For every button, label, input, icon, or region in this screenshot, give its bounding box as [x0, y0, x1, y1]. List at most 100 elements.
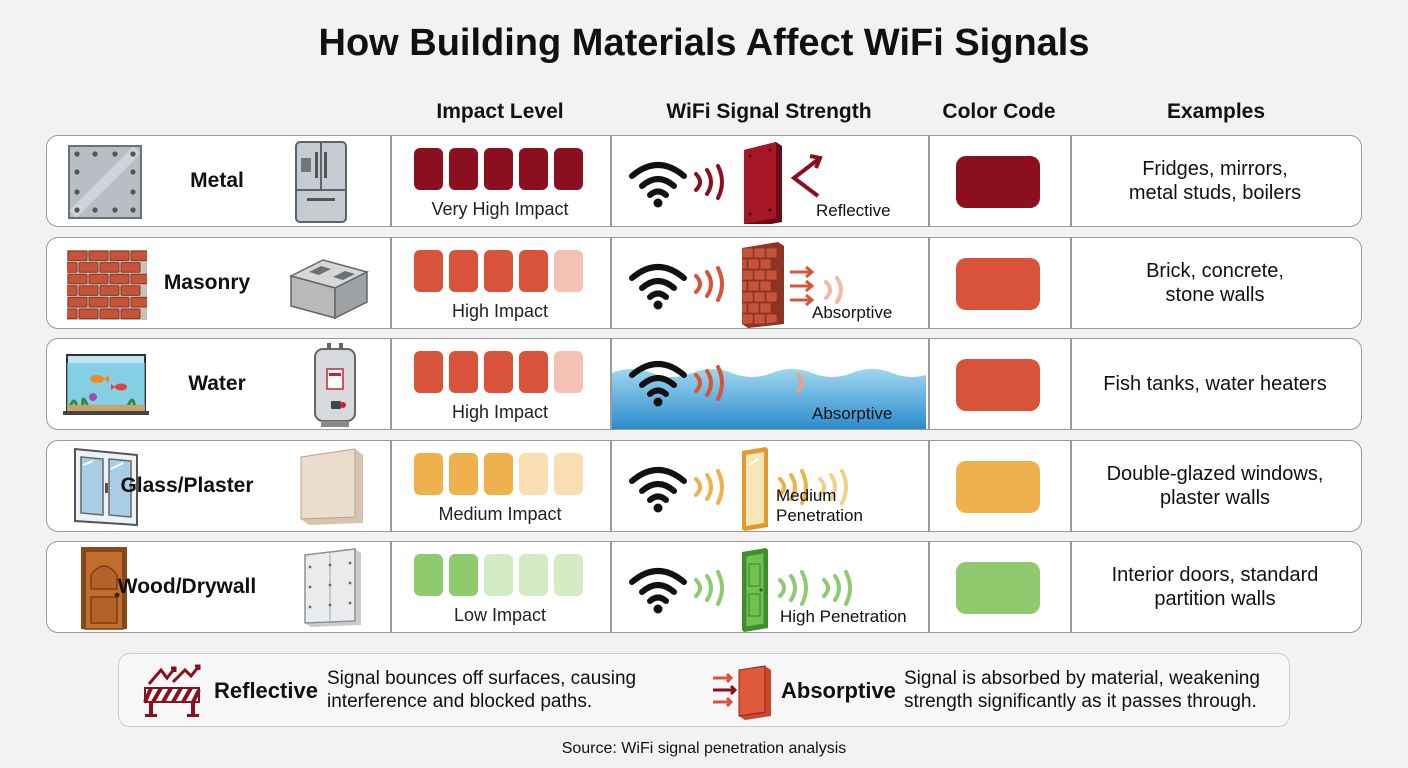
impact-meter: [414, 148, 583, 190]
door-icon: [79, 545, 129, 636]
signal-label: Absorptive: [812, 404, 893, 423]
water-heater-icon: [309, 343, 359, 434]
impact-meter: [414, 249, 583, 292]
examples-text: Brick, concrete, stone walls: [1146, 259, 1284, 306]
impact-meter: [414, 351, 583, 393]
column-header-impact: Impact Level: [436, 100, 564, 123]
column-header-examples: Examples: [1166, 100, 1266, 123]
material-name: Water: [188, 372, 246, 395]
material-name: Glass/Plaster: [120, 473, 254, 497]
signal-cell: Medium Penetration: [610, 441, 928, 531]
impact-block: [484, 452, 513, 495]
impact-block: [449, 452, 478, 495]
signal-label: High Penetration: [780, 607, 907, 626]
impact-block: [554, 351, 583, 393]
signal-label: Medium Penetration: [776, 485, 863, 525]
impact-block: [554, 554, 583, 596]
material-name: Metal: [190, 169, 244, 192]
impact-cell: Low Impact: [390, 542, 610, 632]
impact-block: [554, 249, 583, 292]
impact-block: [449, 351, 478, 393]
column-header-color: Color Code: [942, 100, 1056, 123]
impact-block: [519, 148, 548, 190]
metal-sheet-icon: [67, 144, 143, 225]
column-divider: [928, 339, 930, 429]
column-divider: [610, 339, 612, 429]
column-divider: [390, 339, 392, 429]
signal-cell: Absorptive: [610, 238, 928, 328]
impact-label: Medium Impact: [438, 503, 562, 524]
legend-absorptive-desc: Signal is absorbed by material, weakenin…: [904, 668, 1260, 712]
impact-label: High Impact: [451, 300, 549, 321]
impact-cell: Very High Impact: [390, 136, 610, 226]
window-icon: [71, 445, 141, 534]
material-name: Wood/Drywall: [117, 575, 257, 598]
examples-cell: Fridges, mirrors, metal studs, boilers: [1070, 136, 1362, 226]
examples-cell: Double-glazed windows, plaster walls: [1070, 441, 1362, 531]
absorptive-wall-icon: [711, 664, 773, 725]
examples-text: Fish tanks, water heaters: [1103, 373, 1327, 395]
impact-cell: High Impact: [390, 339, 610, 429]
impact-block: [519, 554, 548, 596]
signal-label: Absorptive: [812, 302, 893, 322]
column-divider: [390, 440, 392, 531]
color-cell: [928, 441, 1070, 531]
color-swatch: [956, 460, 1040, 513]
color-cell: [928, 339, 1070, 429]
legend-reflective-desc: Signal bounces off surfaces, causing int…: [327, 668, 637, 712]
material-cell: Wood/Drywall: [47, 542, 390, 632]
impact-block: [519, 351, 548, 393]
column-divider: [928, 136, 930, 226]
signal-cell: Reflective: [610, 136, 928, 226]
examples-cell: Brick, concrete, stone walls: [1070, 238, 1362, 328]
column-divider: [610, 237, 612, 328]
column-divider: [1070, 542, 1072, 632]
column-divider: [928, 440, 930, 531]
impact-block: [414, 148, 443, 190]
column-divider: [390, 542, 392, 632]
brick-wall-icon: [57, 249, 151, 325]
color-cell: [928, 542, 1070, 632]
color-cell: [928, 136, 1070, 226]
color-swatch: [956, 359, 1040, 411]
fridge-icon: [293, 140, 349, 231]
table-row: Metal Very High Impact Reflective Fridges,…: [46, 135, 1362, 227]
signal-cell: High Penetration: [610, 542, 928, 632]
legend-reflective-title: Reflective: [214, 678, 318, 703]
impact-block: [414, 554, 443, 596]
impact-cell: Medium Impact: [390, 441, 610, 531]
impact-cell: High Impact: [390, 238, 610, 328]
material-cell: Water: [47, 339, 390, 429]
signal-cell: Absorptive: [610, 339, 928, 429]
impact-label: High Impact: [451, 402, 549, 422]
column-divider: [610, 136, 612, 226]
material-cell: Glass/Plaster: [47, 441, 390, 531]
column-divider: [928, 237, 930, 328]
impact-block: [519, 452, 548, 495]
impact-block: [484, 554, 513, 596]
examples-text: Fridges, mirrors, metal studs, boilers: [1128, 158, 1302, 204]
column-divider: [610, 542, 612, 632]
examples-cell: Fish tanks, water heaters: [1070, 339, 1362, 429]
examples-text: Double-glazed windows, plaster walls: [1106, 462, 1324, 509]
material-cell: Metal: [47, 136, 390, 226]
impact-block: [519, 249, 548, 292]
impact-block: [449, 249, 478, 292]
impact-block: [414, 249, 443, 292]
examples-text: Interior doors, standard partition walls: [1111, 564, 1319, 610]
examples-cell: Interior doors, standard partition walls: [1070, 542, 1362, 632]
cinder-block-icon: [287, 250, 371, 325]
impact-block: [414, 452, 443, 495]
column-divider: [390, 237, 392, 328]
impact-block: [484, 351, 513, 393]
source-note: Source: WiFi signal penetration analysis: [561, 740, 847, 757]
reflective-barrier-icon: [141, 664, 203, 723]
material-name: Masonry: [163, 270, 251, 294]
signal-label: Reflective: [816, 201, 891, 220]
column-divider: [928, 542, 930, 632]
column-header-signal: WiFi Signal Strength: [666, 100, 872, 123]
table-row: Wood/Drywall Low Impact High Penetration I…: [46, 541, 1362, 633]
column-divider: [1070, 440, 1072, 531]
